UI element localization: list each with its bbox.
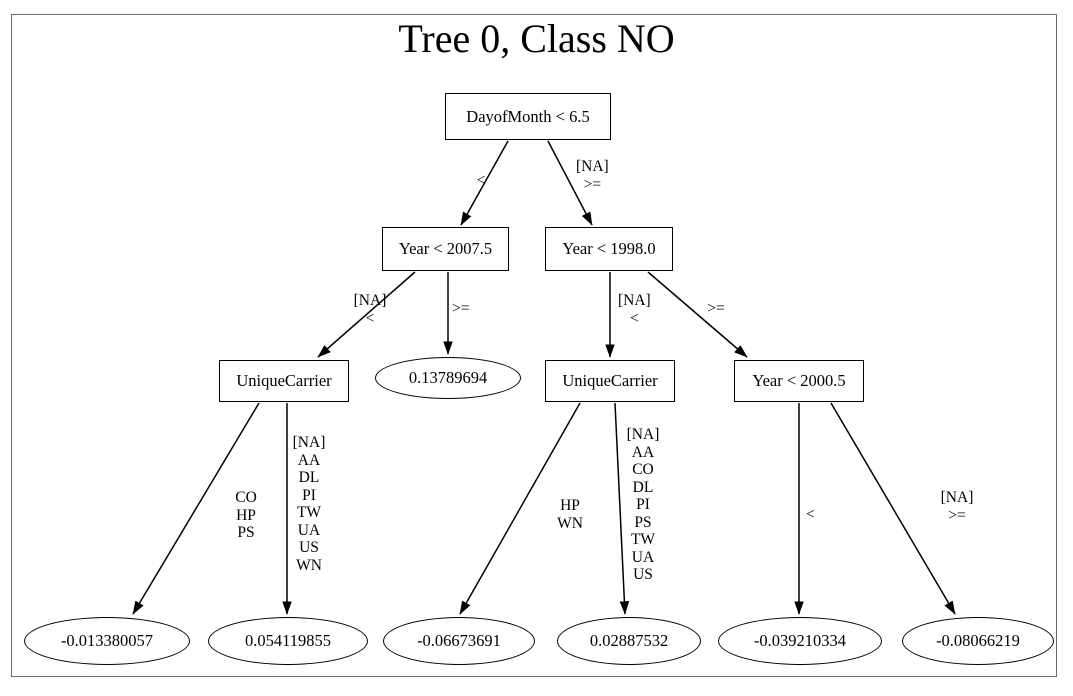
split-node: Year < 2007.5 xyxy=(382,227,509,271)
leaf-node: -0.039210334 xyxy=(718,617,882,665)
edge-label: CO HP PS xyxy=(235,489,257,541)
edge-label: >= xyxy=(452,300,470,317)
node-label: -0.039210334 xyxy=(753,631,847,650)
edge-label: >= xyxy=(707,300,725,317)
edge-label: < xyxy=(476,172,486,189)
edge-label: < xyxy=(806,506,815,523)
node-label: 0.02887532 xyxy=(589,631,669,650)
node-label: -0.08066219 xyxy=(936,631,1020,650)
split-node: Year < 2000.5 xyxy=(734,360,864,402)
node-label: -0.06673691 xyxy=(417,631,501,650)
edge-label: [NA] AA CO DL PI PS TW UA US xyxy=(626,426,660,583)
leaf-node: 0.02887532 xyxy=(557,617,701,665)
split-node: UniqueCarrier xyxy=(545,360,675,402)
edge-label: [NA] < xyxy=(353,292,387,327)
leaf-node: -0.06673691 xyxy=(383,617,535,665)
edge-label: HP WN xyxy=(557,497,583,532)
page-title: Tree 0, Class NO xyxy=(398,16,675,61)
node-label: UniqueCarrier xyxy=(562,371,658,390)
leaf-node: 0.054119855 xyxy=(208,617,368,665)
node-label: Year < 1998.0 xyxy=(562,239,656,258)
node-label: -0.013380057 xyxy=(60,631,154,650)
node-label: UniqueCarrier xyxy=(236,371,332,390)
node-label: Year < 2000.5 xyxy=(752,371,846,390)
split-node: UniqueCarrier xyxy=(219,360,349,402)
split-node: Year < 1998.0 xyxy=(545,227,673,271)
leaf-node: -0.013380057 xyxy=(24,617,190,665)
node-label: 0.054119855 xyxy=(244,631,331,650)
edge-label: [NA] >= xyxy=(940,489,974,524)
node-label: Year < 2007.5 xyxy=(398,239,493,258)
leaf-node: -0.08066219 xyxy=(902,617,1054,665)
node-label: 0.13789694 xyxy=(408,368,488,387)
split-node: DayofMonth < 6.5 xyxy=(445,93,611,140)
edge-label: [NA] >= xyxy=(576,158,609,193)
edge-label: [NA] AA DL PI TW UA US WN xyxy=(292,434,326,574)
leaf-node: 0.13789694 xyxy=(375,357,521,399)
edge-label: [NA] < xyxy=(618,292,651,327)
node-label: DayofMonth < 6.5 xyxy=(466,106,590,126)
